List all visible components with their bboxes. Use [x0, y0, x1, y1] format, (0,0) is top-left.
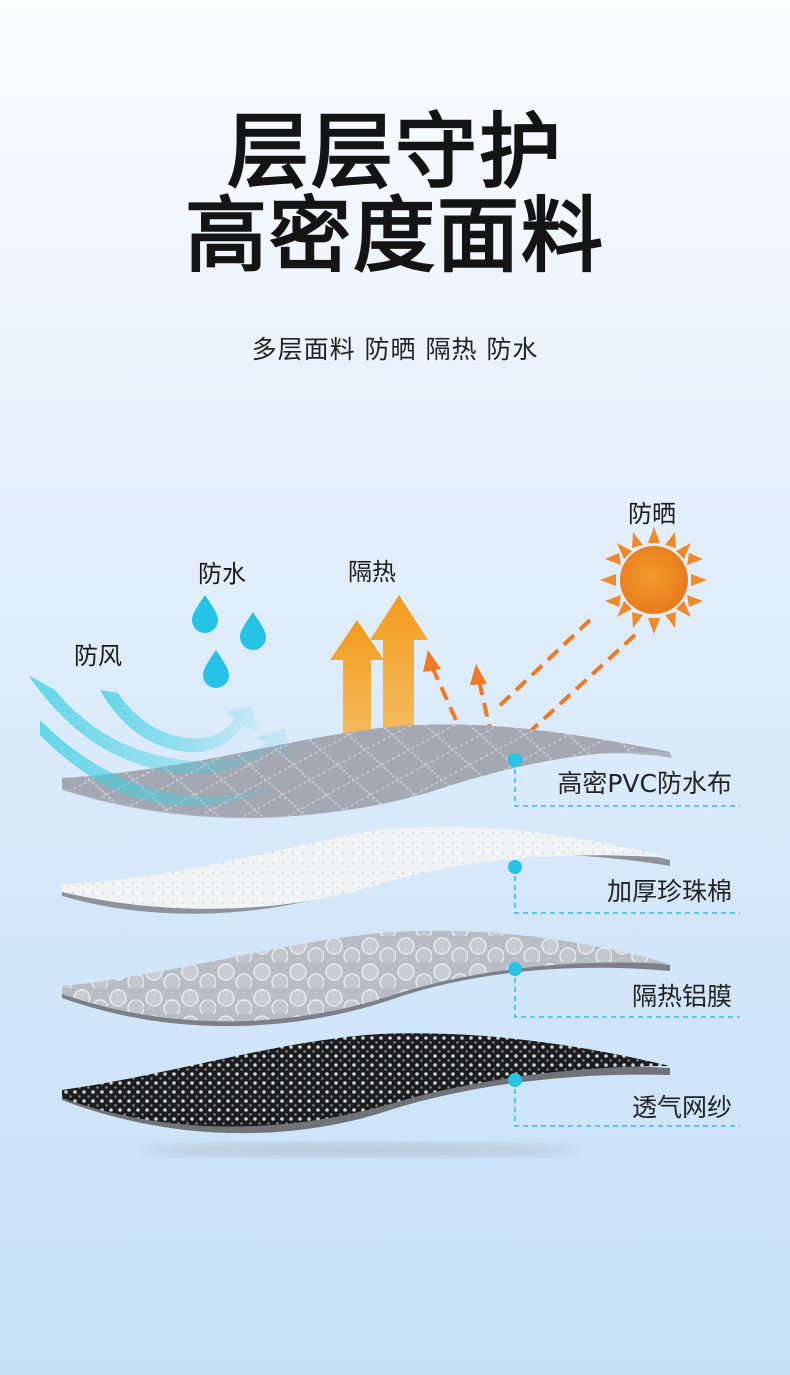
- layer-label-aluminum: 隔热铝膜: [631, 982, 732, 1011]
- label-heat-insulation: 隔热: [348, 558, 396, 586]
- layer-label-mesh: 透气网纱: [631, 1093, 732, 1122]
- label-waterproof: 防水: [198, 560, 246, 588]
- foam-layer: [62, 826, 670, 909]
- sun-icon: [600, 527, 707, 634]
- headline-line-2: 高密度面料: [184, 189, 605, 284]
- layer-label-foam: 加厚珍珠棉: [606, 877, 732, 906]
- wind-icon: [28, 675, 300, 807]
- headline-line-1: 层层守护: [226, 105, 563, 200]
- aluminum-film-layer: [62, 930, 670, 1022]
- subtitle: 多层面料 防晒 隔热 防水: [251, 335, 539, 364]
- layer-label-pvc: 高密PVC防水布: [557, 769, 732, 798]
- water-drop-icons: [192, 595, 266, 688]
- mesh-layer: [62, 1033, 670, 1127]
- label-windproof: 防风: [74, 642, 122, 670]
- callout-markers: [508, 753, 522, 1087]
- pvc-layer: [62, 724, 670, 818]
- callout-lines: [514, 760, 740, 1127]
- reflect-arrowheads: [423, 650, 487, 685]
- label-sun-protection: 防晒: [628, 500, 676, 528]
